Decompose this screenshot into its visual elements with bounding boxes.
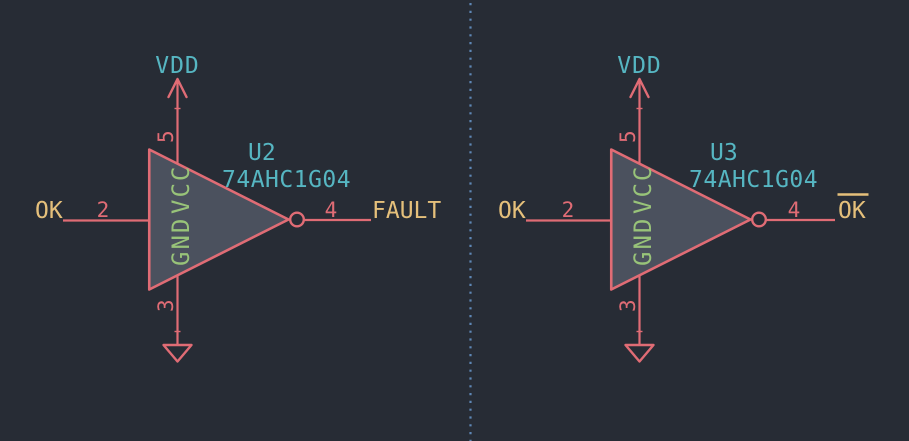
gnd-symbol-icon[interactable] [162, 343, 193, 363]
inverter-gate-u2[interactable]: OK 2 VDD 5 VCC GND 3 U2 74AHC1G04 4 FAUL… [35, 53, 441, 363]
part-value[interactable]: 74AHC1G04 [689, 167, 818, 193]
output-net-label[interactable]: OK [838, 198, 866, 224]
vdd-arrow-icon[interactable] [167, 77, 188, 99]
pin-name-vcc: VCC [629, 165, 657, 214]
inverter-gate-u3[interactable]: OK 2 VDD 5 VCC GND 3 U3 74AHC1G04 4 OK [498, 53, 869, 363]
gnd-symbol-icon[interactable] [624, 343, 655, 363]
pin-number-ground: 3 [616, 299, 640, 312]
pin-name-vcc: VCC [167, 165, 195, 214]
inverter-triangle-body[interactable] [609, 148, 752, 291]
pin-name-gnd: GND [167, 217, 195, 266]
pin-name-gnd: GND [629, 217, 657, 266]
pin-number-output: 4 [788, 198, 801, 222]
reference-designator[interactable]: U3 [710, 140, 738, 166]
vdd-power-label[interactable]: VDD [617, 53, 662, 79]
vdd-arrow-icon[interactable] [629, 77, 650, 99]
pin-number-power: 5 [154, 130, 178, 143]
pin-number-output: 4 [325, 198, 338, 222]
inversion-bubble[interactable] [289, 211, 306, 228]
part-value[interactable]: 74AHC1G04 [222, 167, 351, 193]
vdd-power-label[interactable]: VDD [155, 53, 200, 79]
inverter-triangle-body[interactable] [147, 148, 290, 291]
pin-number-input: 2 [562, 198, 575, 222]
input-net-label[interactable]: OK [498, 198, 526, 224]
reference-designator[interactable]: U2 [248, 140, 276, 166]
pin-number-input: 2 [97, 198, 110, 222]
pin-number-ground: 3 [154, 299, 178, 312]
input-net-label[interactable]: OK [35, 198, 63, 224]
inversion-bubble[interactable] [751, 211, 768, 228]
output-net-label[interactable]: FAULT [372, 198, 441, 224]
pin-number-power: 5 [616, 130, 640, 143]
